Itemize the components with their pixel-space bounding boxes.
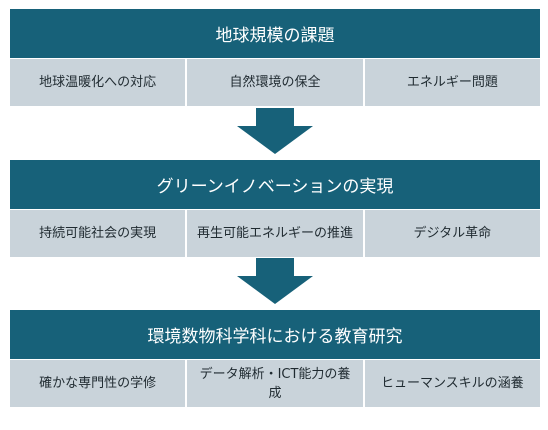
section-1-item-2: 自然環境の保全 [185, 59, 362, 106]
down-arrow-icon [237, 108, 313, 154]
section-1-items: 地球温暖化への対応 自然環境の保全 エネルギー問題 [10, 59, 540, 106]
section-1-title: 地球規模の課題 [10, 9, 540, 58]
section-2-item-1: 持続可能社会の実現 [39, 226, 157, 241]
section-2-title: グリーンイノベーションの実現 [10, 160, 540, 209]
section-3-title: 環境数物科学科における教育研究 [10, 310, 540, 359]
section-3-item-3: ヒューマンスキルの涵養 [362, 360, 540, 407]
section-1-item-1: 地球温暖化への対応 [39, 75, 157, 90]
section-3-item-1: 確かな専門性の学修 [39, 376, 157, 391]
section-3-item-2: データ解析・ICT能力の養成 [185, 360, 362, 407]
section-2-item-2: 再生可能エネルギーの推進 [185, 210, 362, 257]
section-3-items: 確かな専門性の学修 データ解析・ICT能力の養成 ヒューマンスキルの涵養 [10, 360, 540, 407]
section-2-items: 持続可能社会の実現 再生可能エネルギーの推進 デジタル革命 [10, 210, 540, 257]
section-2-item-3: デジタル革命 [362, 210, 540, 257]
down-arrow-icon [237, 258, 313, 304]
section-1-item-3: エネルギー問題 [362, 59, 540, 106]
